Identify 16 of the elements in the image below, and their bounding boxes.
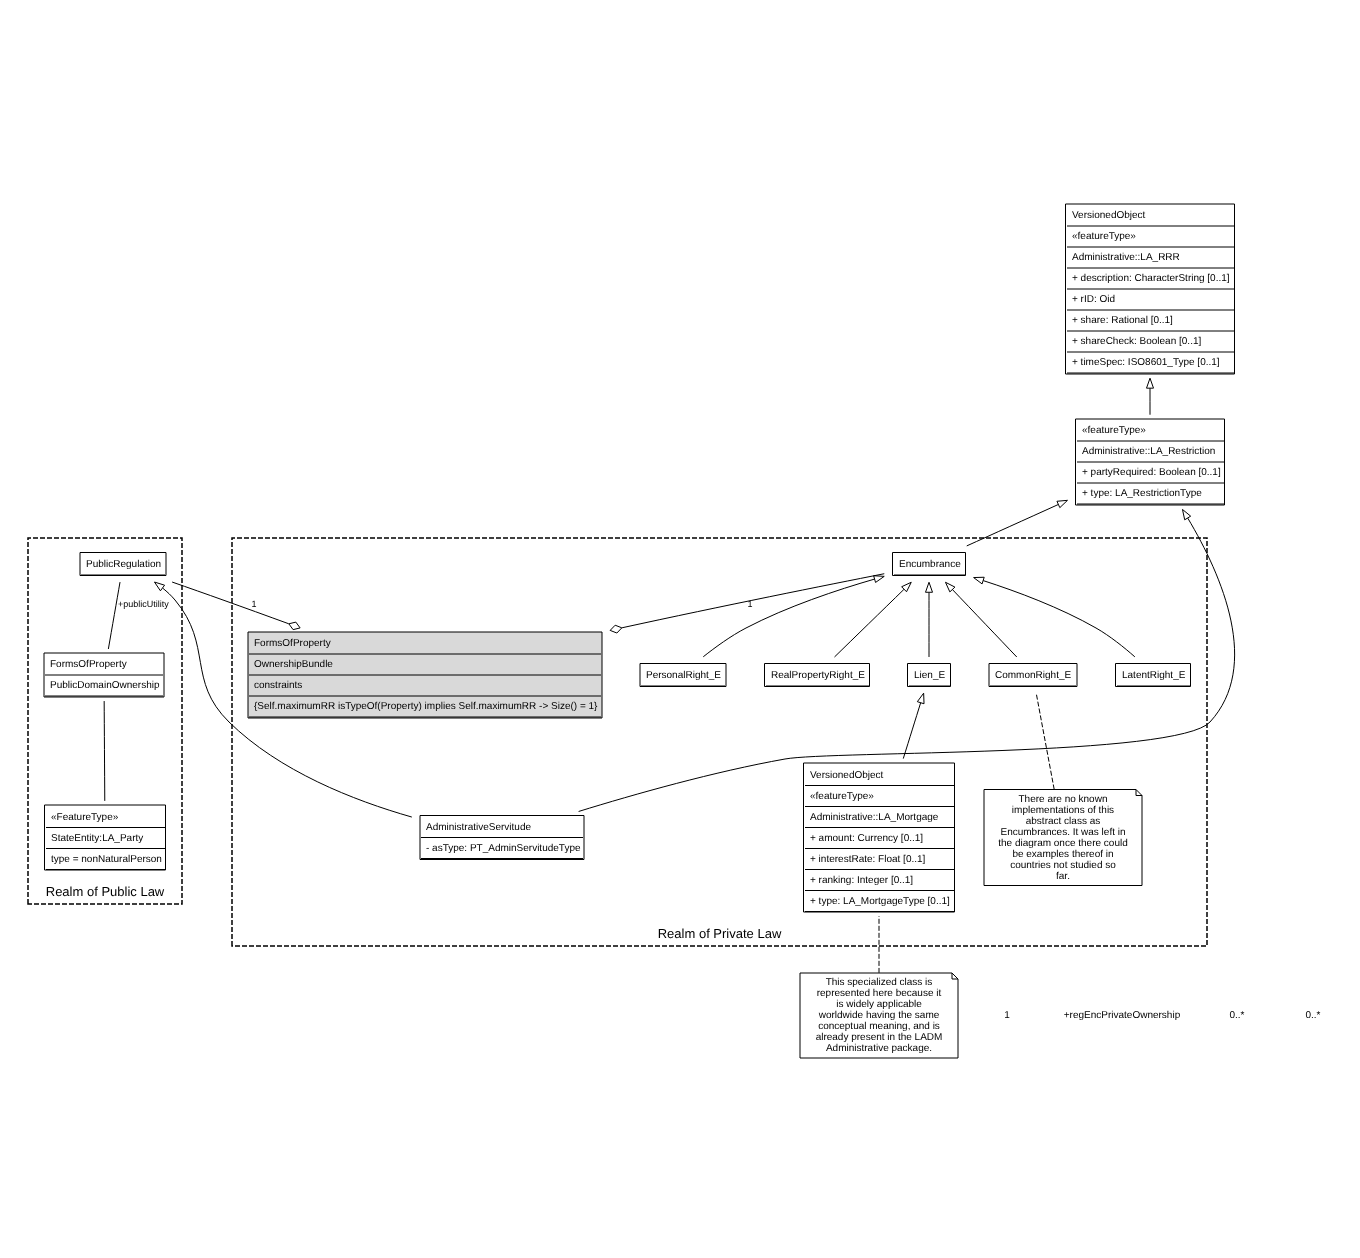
arrow — [973, 576, 1136, 658]
arrow — [153, 581, 413, 818]
arrow — [902, 692, 925, 760]
connector — [103, 700, 106, 802]
arrow — [1146, 377, 1154, 416]
arrow — [945, 581, 1018, 658]
arrow — [702, 575, 885, 658]
arrow — [966, 499, 1068, 547]
connector — [609, 573, 885, 634]
connector — [1035, 692, 1055, 790]
arrow — [578, 508, 1236, 812]
arrow — [834, 581, 912, 658]
connector — [107, 581, 121, 650]
connector — [171, 581, 301, 631]
arrow — [925, 581, 933, 658]
connector — [878, 915, 880, 974]
